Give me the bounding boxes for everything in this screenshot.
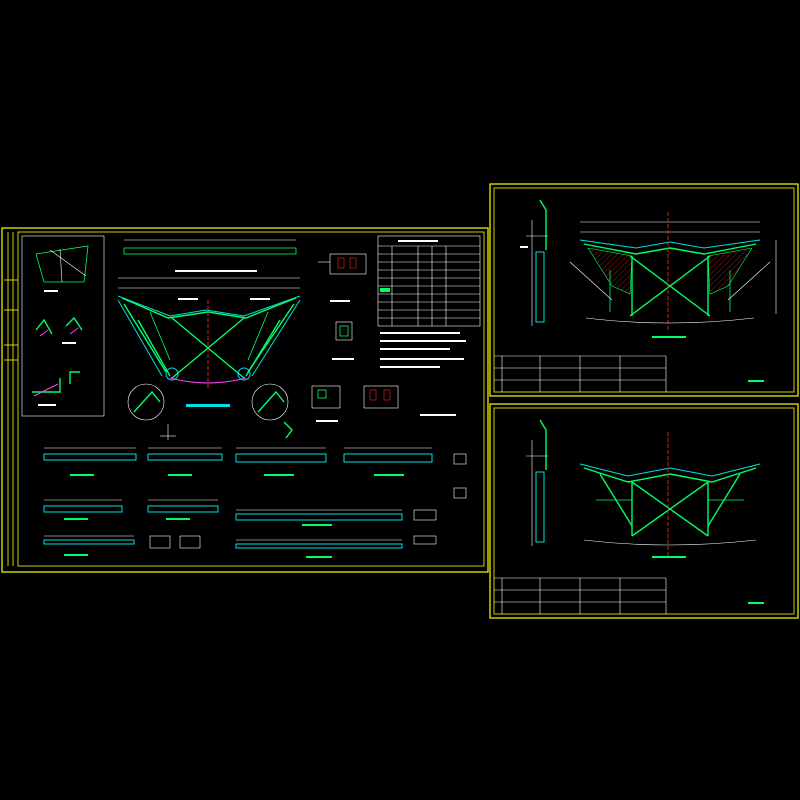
node-details	[127, 383, 293, 440]
column-detail-bottom	[526, 419, 548, 546]
main-plan	[117, 239, 301, 390]
elevation-drawing-top	[569, 212, 777, 338]
detail-panel	[21, 235, 105, 417]
title-block-top	[494, 355, 764, 392]
title-block-bottom	[494, 577, 764, 614]
member-details	[43, 447, 467, 558]
elevation-sheet-top	[489, 183, 799, 397]
title-strip	[4, 232, 18, 566]
section-details	[311, 253, 456, 422]
material-table	[377, 235, 481, 368]
elevation-sheet-bottom	[489, 403, 799, 619]
main-sheet	[1, 227, 489, 573]
elevation-drawing-bottom	[579, 432, 761, 558]
column-detail-top	[520, 199, 548, 326]
